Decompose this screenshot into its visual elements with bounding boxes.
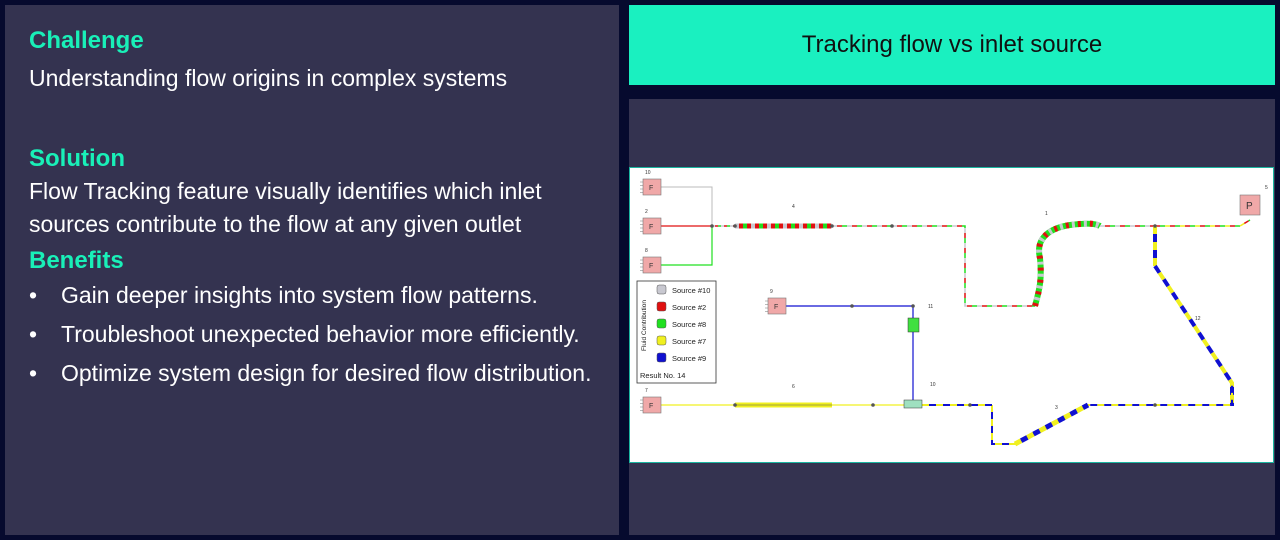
junction-node [850, 304, 854, 308]
benefit-text: Troubleshoot unexpected behavior more ef… [61, 321, 580, 347]
pipe-source-9 [785, 305, 914, 328]
node-label: 8 [645, 248, 648, 254]
pipe-label: 12 [1195, 316, 1201, 322]
reservoir-icon [642, 256, 662, 274]
node-label: 7 [645, 388, 648, 394]
junction-node [911, 304, 915, 308]
reservoir-glyph: F [649, 263, 653, 270]
pipe-layer [656, 186, 1251, 447]
pipe-label: 5 [1265, 185, 1268, 191]
pump-icon [1239, 194, 1261, 216]
valve-icon [907, 317, 920, 333]
node-label: 10 [645, 170, 651, 176]
junction-node [733, 224, 737, 228]
junction-node [871, 403, 875, 407]
reservoir-glyph: F [649, 224, 653, 231]
benefit-item: • Optimize system design for desired flow… [29, 357, 601, 390]
challenge-text: Understanding flow origins in complex sy… [29, 65, 508, 91]
legend-box [636, 280, 717, 384]
benefit-item: • Troubleshoot unexpected behavior more e… [29, 318, 601, 351]
pipe-outlet [922, 383, 1233, 445]
bullet-icon: • [29, 282, 38, 308]
pipe-1-red [1032, 220, 1102, 307]
junction-node [968, 403, 972, 407]
benefit-item: • Gain deeper insights into system flow p… [29, 279, 601, 312]
pipe-3 [1013, 402, 1090, 447]
junction-node [710, 224, 714, 228]
reservoir-glyph: F [649, 185, 653, 192]
bullet-icon: • [29, 321, 38, 347]
junction-node [890, 224, 894, 228]
junction-node [1153, 403, 1157, 407]
pipe-main [832, 225, 1035, 307]
info-panel: Challenge Understanding flow origins in … [5, 5, 619, 535]
bullet-icon: • [29, 360, 38, 386]
legend-label: Source #2 [672, 303, 706, 312]
reservoir-icon [642, 396, 662, 414]
junction-node [733, 403, 737, 407]
legend-swatch [656, 352, 667, 363]
reservoir-glyph: F [649, 403, 653, 410]
pipe-main [832, 225, 1035, 307]
legend-swatch [656, 301, 667, 312]
slide-title: Tracking flow vs inlet source [801, 31, 1103, 58]
pipe-12 [1153, 226, 1234, 406]
benefit-text: Gain deeper insights into system flow pa… [61, 282, 538, 308]
legend-swatch [656, 335, 667, 346]
legend-title: Fluid Contribution [641, 300, 648, 351]
pipe-to-pump [1155, 219, 1251, 227]
pipe-12 [1153, 226, 1234, 406]
pump-glyph: P [1246, 201, 1253, 212]
legend-label: Source #10 [672, 286, 710, 295]
pipe-label: 11 [928, 304, 933, 310]
reservoir-icon [642, 178, 662, 196]
reservoir-icon [767, 297, 787, 315]
junction-node [1153, 224, 1157, 228]
pipe-label: 10 [930, 382, 936, 388]
pipe-label: 6 [792, 384, 795, 390]
pipe-label: 4 [792, 204, 795, 210]
title-bar: Tracking flow vs inlet source [629, 5, 1275, 85]
solution-text: Flow Tracking feature visually identifie… [29, 178, 542, 237]
benefit-text: Optimize system design for desired flow … [61, 360, 592, 386]
challenge-heading: Challenge [29, 27, 144, 54]
pipe-source-8 [656, 226, 713, 266]
legend-label: Source #9 [672, 354, 706, 363]
reservoir-icon [642, 217, 662, 235]
benefits-heading: Benefits [29, 247, 124, 274]
pipe-to-pump [1155, 219, 1251, 227]
pipe-main [832, 225, 1035, 307]
legend-swatch [656, 318, 667, 329]
pipe-label: 1 [1045, 211, 1048, 217]
legend-result: Result No. 14 [640, 371, 685, 380]
legend-swatch [656, 284, 667, 295]
legend-label: Source #8 [672, 320, 706, 329]
reservoir-glyph: F [774, 304, 778, 311]
junction-node [830, 224, 834, 228]
legend-label: Source #7 [672, 337, 706, 346]
solution-heading: Solution [29, 145, 125, 172]
benefits-list: • Gain deeper insights into system flow p… [29, 279, 619, 390]
pipe-to-pump [1155, 219, 1251, 227]
pipe-source-10 [656, 186, 713, 226]
pipe-label: 3 [1055, 405, 1058, 411]
node-label: 2 [645, 209, 648, 215]
node-label: 9 [770, 289, 773, 295]
tee-icon [903, 399, 923, 409]
